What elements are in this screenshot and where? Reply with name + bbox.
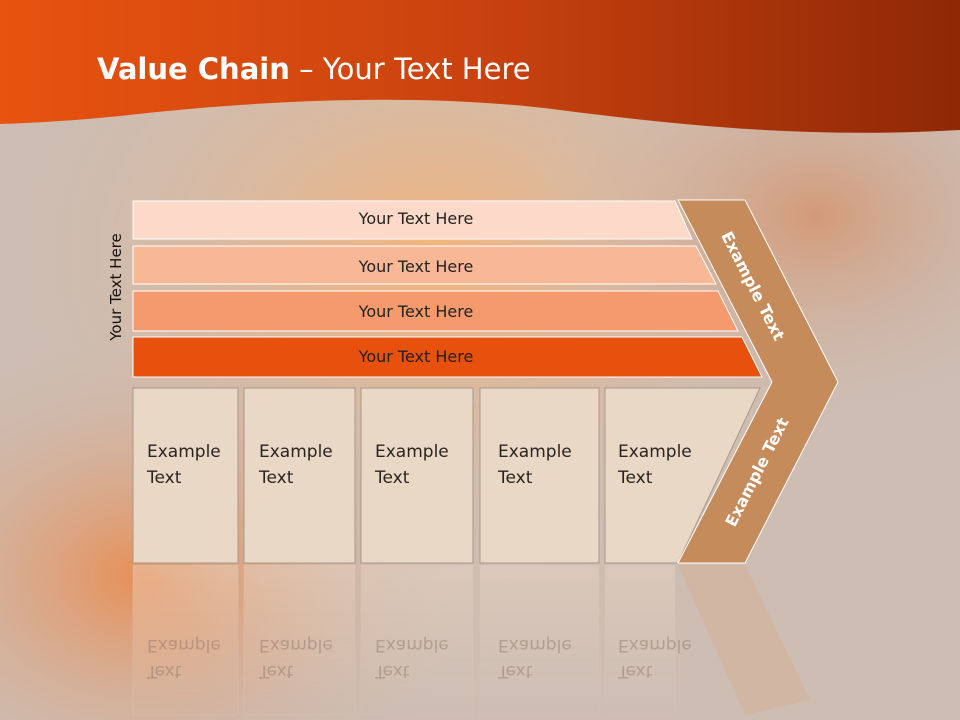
- reflection: [132, 564, 810, 716]
- reflection-label-4-line1: Example: [498, 635, 572, 655]
- reflection-label-2-line2: Text: [259, 661, 294, 681]
- activity-label-1-line2: Text: [147, 468, 182, 488]
- activity-label-2: Example Text: [259, 439, 359, 491]
- title-bold: Value Chain: [97, 52, 290, 86]
- activity-label-1-line1: Example: [147, 442, 221, 462]
- reflection-label-5-line2: Text: [618, 661, 653, 681]
- activity-label-3-line1: Example: [375, 442, 449, 462]
- activity-label-4-line1: Example: [498, 442, 572, 462]
- header-band: [0, 0, 960, 133]
- bar-label-1: Your Text Here: [358, 209, 474, 228]
- activity-box-4: [479, 387, 600, 564]
- activity-label-4-line2: Text: [498, 468, 533, 488]
- activity-label-1: Example Text: [147, 439, 247, 491]
- activity-box-2: [243, 387, 356, 564]
- activity-label-5-line2: Text: [618, 468, 653, 488]
- bar-label-3: Your Text Here: [358, 302, 474, 321]
- support-bar-3: [132, 290, 739, 332]
- reflection-label-4: Text Example: [498, 632, 598, 684]
- reflection-label-3-line1: Example: [375, 635, 449, 655]
- activity-label-5-line1: Example: [618, 442, 692, 462]
- title-rest: – Your Text Here: [289, 52, 531, 86]
- reflection-label-2-line1: Example: [259, 635, 333, 655]
- reflection-label-2: Text Example: [259, 632, 359, 684]
- reflection-label-4-line2: Text: [498, 661, 533, 681]
- margin-chevron: [677, 199, 839, 564]
- bar-label-4: Your Text Here: [358, 347, 474, 366]
- activity-box-1: [132, 387, 239, 564]
- reflection-label-1-line2: Text: [147, 661, 182, 681]
- activity-label-3-line2: Text: [375, 468, 410, 488]
- activity-label-2-line2: Text: [259, 468, 294, 488]
- support-bar-4: [132, 336, 763, 378]
- activity-box-3: [360, 387, 474, 564]
- reflection-label-3: Text Example: [375, 632, 475, 684]
- activity-label-3: Example Text: [375, 439, 475, 491]
- activity-label-4: Example Text: [498, 439, 598, 491]
- reflection-label-1: Text Example: [147, 632, 247, 684]
- support-bar-2: [132, 245, 717, 285]
- slide-title: Value Chain – Your Text Here: [97, 52, 531, 86]
- reflection-label-1-line1: Example: [147, 635, 221, 655]
- reflection-label-5-line1: Example: [618, 635, 692, 655]
- bar-label-2: Your Text Here: [358, 257, 474, 276]
- support-bar-1: [132, 200, 693, 240]
- reflection-label-5: Text Example: [618, 632, 718, 684]
- activity-label-2-line1: Example: [259, 442, 333, 462]
- activity-label-5: Example Text: [618, 439, 718, 491]
- reflection-label-3-line2: Text: [375, 661, 410, 681]
